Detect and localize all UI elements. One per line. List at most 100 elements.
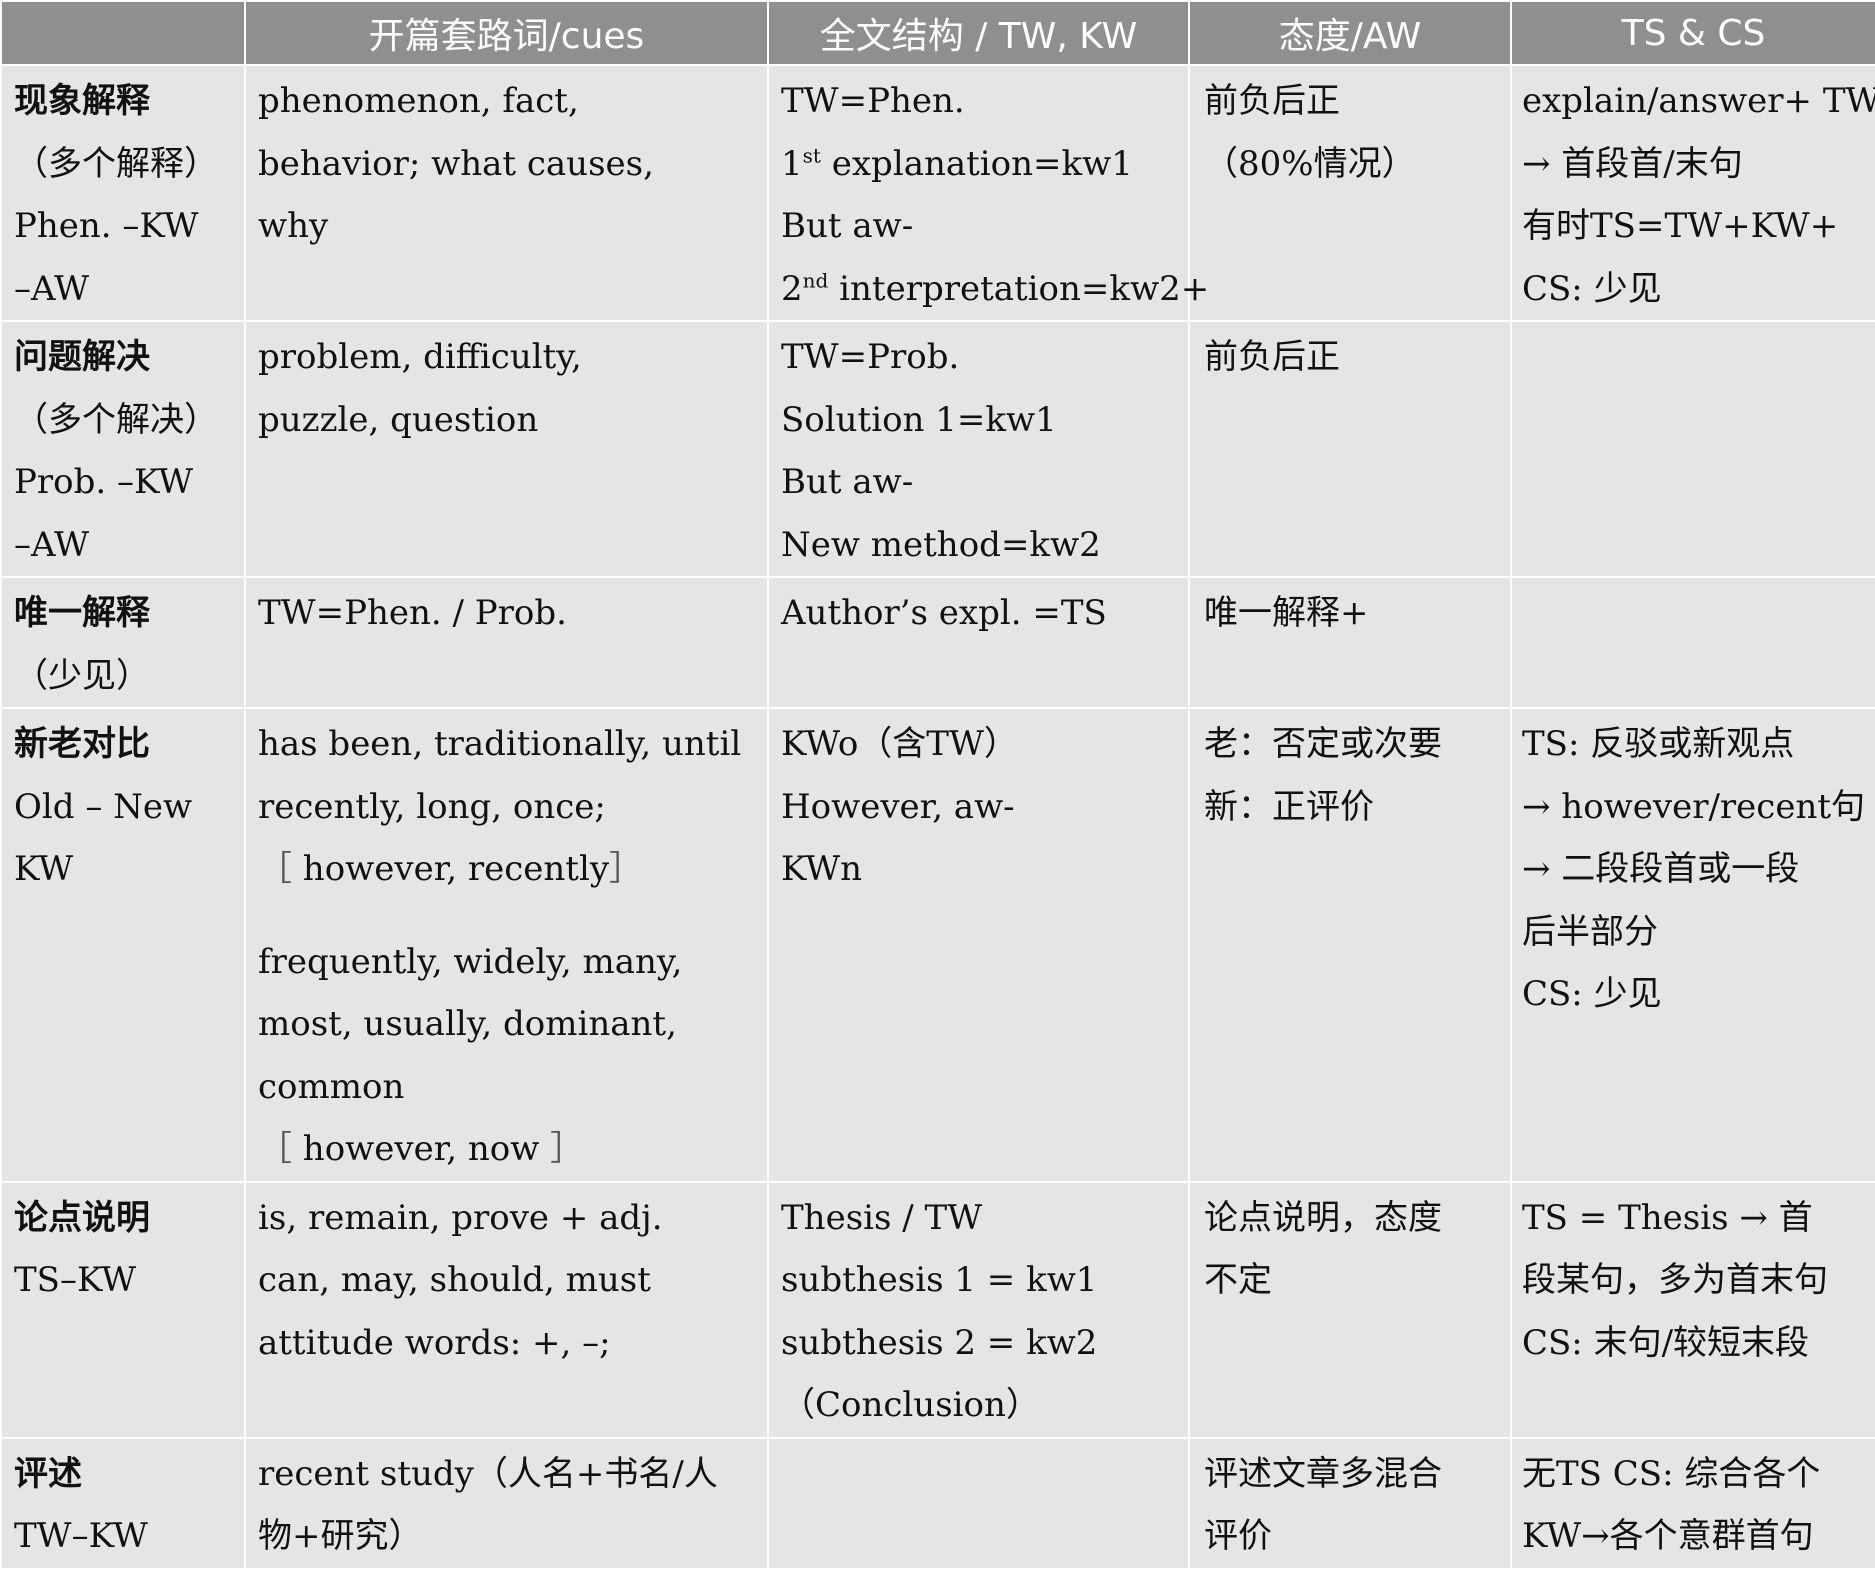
attitude-line: 新：正评价 (1204, 786, 1374, 827)
structure-cell: KWo（含TW） However, aw- KWn (767, 707, 1190, 1183)
type-line: （多个解决） (14, 399, 218, 440)
cue-line: recent study（人名+书名/人 (258, 1453, 718, 1494)
cues-cell: phenomenon, fact, behavior; what causes,… (244, 64, 769, 322)
ts-cs-cell: TS: 反驳或新观点 → however/recent句 → 二段段首或一段 后… (1510, 707, 1875, 1183)
ts-cs-line: CS: 末句/较短末段 (1522, 1322, 1810, 1363)
cue-line: can, may, should, must (258, 1260, 651, 1300)
structure-cell (767, 1436, 1190, 1570)
attitude-line: 前负后正 (1204, 81, 1340, 121)
structure-line: KWo（含TW） (781, 724, 1018, 764)
ts-cs-line: 无TS CS: 综合各个 (1522, 1453, 1821, 1494)
type-title: 现象解释 (14, 81, 150, 121)
cue-line: why (258, 206, 329, 246)
type-cell: 新老对比 Old – New KW (0, 707, 246, 1183)
ts-cs-line: explain/answer+ TW (1522, 81, 1875, 121)
cues-cell: recent study（人名+书名/人 物+研究） (244, 1436, 769, 1570)
cues-cell: problem, difficulty, puzzle, question (244, 320, 769, 578)
structure-line: subthesis 2 = kw2 (781, 1322, 1098, 1363)
ts-cs-line: TS = Thesis → 首 (1522, 1197, 1813, 1238)
type-title: 论点说明 (14, 1197, 150, 1238)
structure-line: subthesis 1 = kw1 (781, 1260, 1098, 1300)
structure-cell: Thesis / TW subthesis 1 = kw1 subthesis … (767, 1180, 1190, 1439)
attitude-cell: 评述文章多混合 评价 (1188, 1436, 1512, 1570)
header-cues: 开篇套路词/cues (244, 0, 769, 66)
cue-line: is, remain, prove + adj. (258, 1197, 663, 1238)
table-row-problem: 问题解决 （多个解决） Prob. –KW –AW problem, diffi… (0, 320, 1875, 578)
type-line: –AW (14, 268, 90, 309)
header-ts-cs: TS & CS (1510, 0, 1875, 66)
header-type (0, 0, 246, 66)
table-row-review: 评述 TW–KW recent study（人名+书名/人 物+研究） 评述文章… (0, 1436, 1875, 1570)
table-row-old-new: 新老对比 Old – New KW has been, traditionall… (0, 707, 1875, 1183)
ts-cs-line: → however/recent句 (1522, 786, 1866, 827)
ts-cs-cell: explain/answer+ TW → 首段首/末句 有时TS=TW+KW+ … (1510, 64, 1875, 322)
structure-line: 2nd interpretation=kw2+ (781, 268, 1210, 309)
structure-line: Author’s expl. =TS (781, 593, 1107, 633)
type-line: TS–KW (14, 1260, 137, 1300)
cue-line: puzzle, question (258, 399, 539, 440)
structure-cell: Author’s expl. =TS (767, 576, 1190, 709)
type-cell: 评述 TW–KW (0, 1436, 246, 1570)
structure-line: KWn (781, 849, 863, 889)
table-row-unique: 唯一解释 （少见） TW=Phen. / Prob. Author’s expl… (0, 576, 1875, 709)
type-line: （多个解释） (14, 143, 218, 184)
type-line: Phen. –KW (14, 206, 199, 246)
header-structure: 全文结构 / TW, KW (767, 0, 1190, 66)
attitude-line: 评价 (1204, 1516, 1272, 1556)
ts-cs-line: → 首段首/末句 (1522, 143, 1743, 184)
type-line: TW–KW (14, 1516, 148, 1556)
attitude-cell: 前负后正 (1188, 320, 1512, 578)
header-attitude: 态度/AW (1188, 0, 1512, 66)
attitude-line: 论点说明，态度 (1204, 1197, 1442, 1238)
attitude-line: （80%情况） (1204, 143, 1416, 184)
structure-line: Solution 1=kw1 (781, 399, 1057, 440)
structure-line: TW=Prob. (781, 337, 960, 377)
type-cell: 唯一解释 （少见） (0, 576, 246, 709)
cue-line: behavior; what causes, (258, 143, 654, 184)
attitude-cell: 前负后正 （80%情况） (1188, 64, 1512, 322)
attitude-cell: 老：否定或次要 新：正评价 (1188, 707, 1512, 1183)
cue-line: TW=Phen. / Prob. (258, 593, 567, 633)
ts-cs-line: → 二段段首或一段 (1522, 849, 1800, 889)
cue-line: phenomenon, fact, (258, 81, 579, 121)
type-line: Old – New (14, 786, 193, 827)
type-cell: 现象解释 （多个解释） Phen. –KW –AW (0, 64, 246, 322)
table-row-phenomenon: 现象解释 （多个解释） Phen. –KW –AW phenomenon, fa… (0, 64, 1875, 322)
cue-line: recently, long, once; (258, 786, 606, 827)
cue-bracket-line: ［ however, now ］ (258, 1129, 585, 1169)
attitude-line: 唯一解释+ (1204, 593, 1369, 633)
cue-line: attitude words: +, –; (258, 1322, 611, 1363)
ts-cs-cell: TS = Thesis → 首 段某句，多为首末句 CS: 末句/较短末段 (1510, 1180, 1875, 1439)
attitude-cell: 论点说明，态度 不定 (1188, 1180, 1512, 1439)
structure-line: But aw- (781, 462, 914, 502)
structure-cell: TW=Phen. 1st explanation=kw1 But aw- 2nd… (767, 64, 1210, 322)
type-line: KW (14, 849, 74, 889)
ts-cs-line: 有时TS=TW+KW+ (1522, 206, 1839, 246)
structure-line: New method=kw2 (781, 524, 1101, 565)
type-title: 新老对比 (14, 724, 150, 764)
cues-cell: has been, traditionally, until recently,… (244, 707, 769, 1183)
ts-cs-cell (1510, 320, 1875, 578)
cue-line: problem, difficulty, (258, 337, 582, 377)
type-line: –AW (14, 524, 90, 565)
attitude-line: 不定 (1204, 1260, 1272, 1300)
header-row: 开篇套路词/cues 全文结构 / TW, KW 态度/AW TS & CS (0, 0, 1875, 66)
type-title: 评述 (14, 1453, 82, 1494)
type-cell: 论点说明 TS–KW (0, 1180, 246, 1439)
ts-cs-line: CS: 少见 (1522, 268, 1662, 309)
cue-line: most, usually, dominant, (258, 1004, 677, 1044)
structure-line: Thesis / TW (781, 1197, 983, 1238)
ts-cs-cell: 无TS CS: 综合各个 KW→各个意群首句 (1510, 1436, 1875, 1570)
ts-cs-line: TS: 反驳或新观点 (1522, 724, 1795, 764)
structure-line: （Conclusion） (781, 1385, 1040, 1425)
attitude-line: 老：否定或次要 (1204, 724, 1442, 764)
cue-line: has been, traditionally, until (258, 724, 742, 764)
ts-cs-line: 后半部分 (1522, 911, 1658, 952)
attitude-cell: 唯一解释+ (1188, 576, 1512, 709)
type-cell: 问题解决 （多个解决） Prob. –KW –AW (0, 320, 246, 578)
table-row-thesis: 论点说明 TS–KW is, remain, prove + adj. can,… (0, 1180, 1875, 1439)
structure-line: 1st explanation=kw1 (781, 143, 1133, 184)
type-title: 问题解决 (14, 337, 150, 377)
attitude-line: 评述文章多混合 (1204, 1453, 1442, 1494)
